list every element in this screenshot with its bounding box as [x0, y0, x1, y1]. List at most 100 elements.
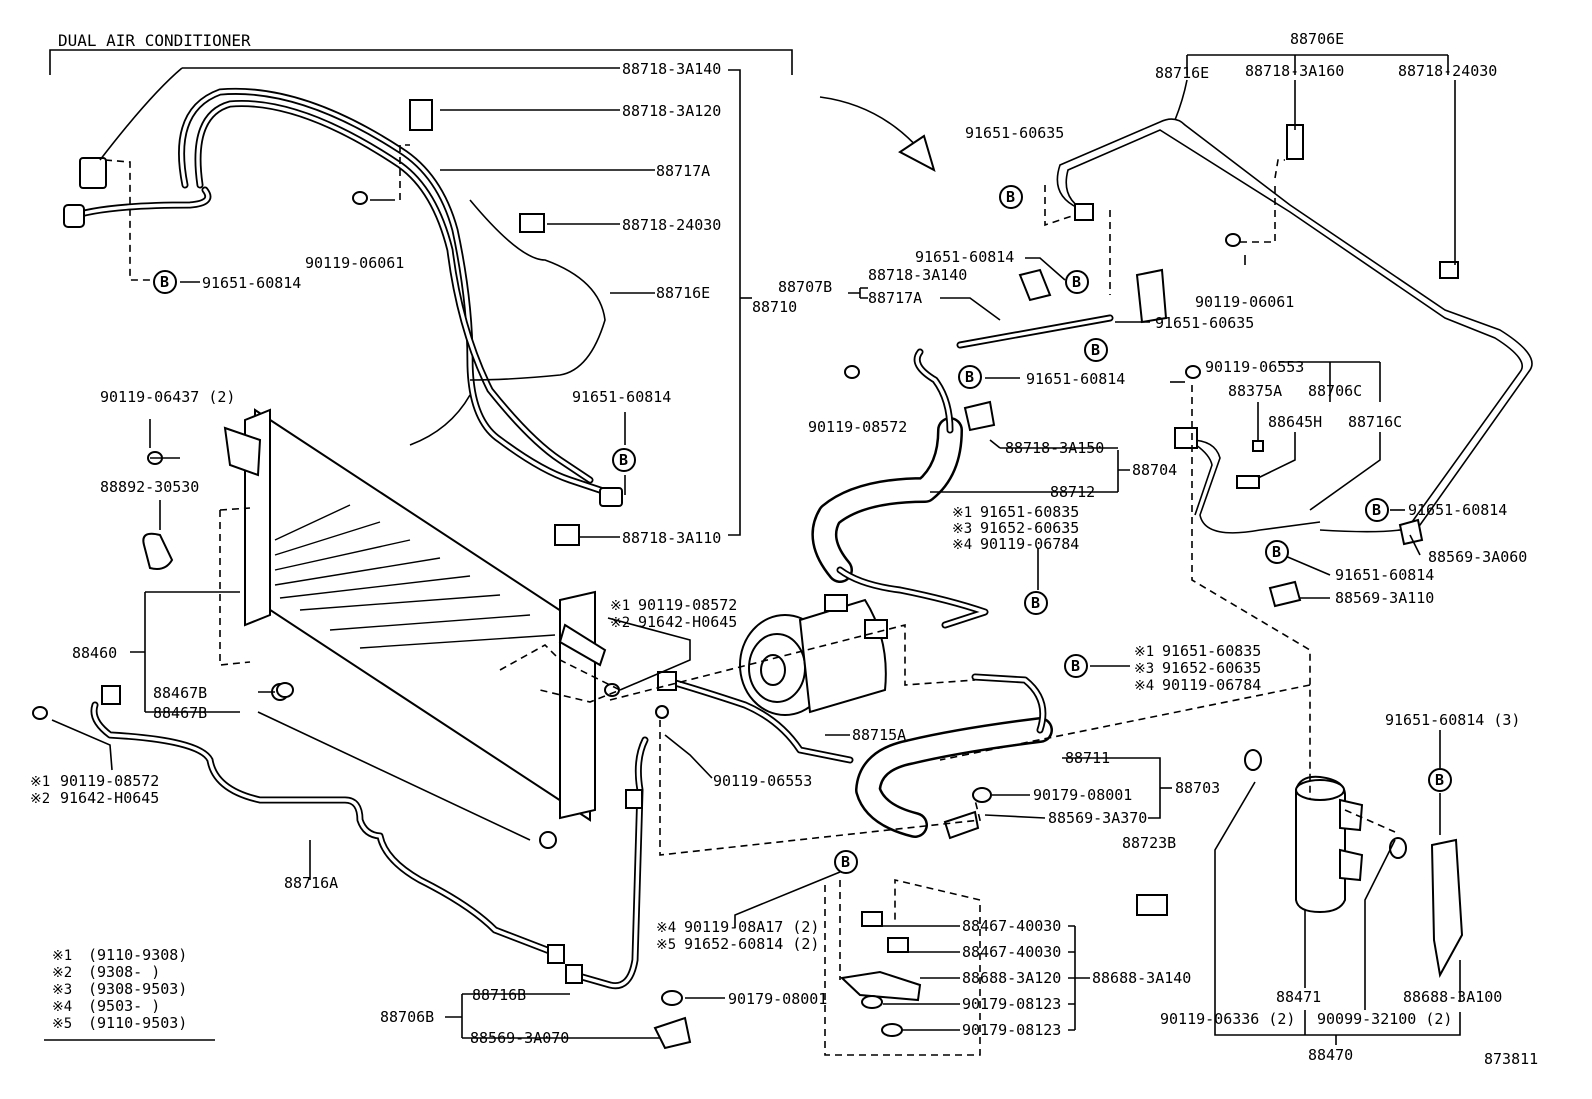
part-label: 90119-06061 [305, 254, 404, 272]
part-label: 88716C [1348, 413, 1402, 431]
pipe-88716B [565, 736, 649, 990]
part-label: 88569-3A370 [1048, 809, 1147, 827]
part-label: 91642-H0645 [60, 789, 159, 807]
part-label: 88467-40030 [962, 917, 1061, 935]
part-label: 88467B [153, 704, 207, 722]
part-label: 88703 [1175, 779, 1220, 797]
part-label: 88569-3A060 [1428, 548, 1527, 566]
legend-mark: ※1 [1134, 644, 1154, 660]
bolt-badge: B [834, 850, 858, 874]
part-label: 91651-60814 [1335, 566, 1434, 584]
part-label: 88569-3A070 [470, 1029, 569, 1047]
part-label: 90119-06061 [1195, 293, 1294, 311]
part-label: 88645H [1268, 413, 1322, 431]
part-label: 90119-06553 [1205, 358, 1304, 376]
bolt-badge: B [958, 365, 982, 389]
bolt-badge: B [612, 448, 636, 472]
part-label: 91651-60835 [980, 503, 1079, 521]
pipe-group-88706C [1174, 427, 1321, 534]
part-label: 90119-06784 [1162, 676, 1261, 694]
bolt-badge: B [1064, 654, 1088, 678]
compressor [739, 594, 888, 716]
part-label: 90179-08123 [962, 1021, 1061, 1039]
legend-mark: ※2 [52, 965, 72, 981]
bolt-badge: B [1065, 270, 1089, 294]
legend-mark: ※5 [52, 1016, 72, 1032]
legend-mark: ※2 [30, 791, 50, 807]
part-label: 91652-60814 (2) [684, 935, 819, 953]
svg-text:B: B [1372, 501, 1381, 519]
leader-lines [51, 54, 1461, 1056]
pipe-group-88706E [1056, 118, 1533, 533]
part-label: 90179-08001 [728, 990, 827, 1008]
legend-mark: ※1 [30, 774, 50, 790]
part-label: 90119-08572 [638, 596, 737, 614]
svg-text:B: B [841, 853, 850, 871]
legend-mark: ※4 [52, 999, 72, 1015]
part-label: 90179-08123 [962, 995, 1061, 1013]
part-label: 88710 [752, 298, 797, 316]
part-label: 88569-3A110 [1335, 589, 1434, 607]
part-label: 88467B [153, 684, 207, 702]
part-label: 90119-06437 (2) [100, 388, 235, 406]
legend-range: (9308- ) [88, 963, 160, 981]
part-label: 91651-60835 [1162, 642, 1261, 660]
part-label: 88718-24030 [622, 216, 721, 234]
legend-mark: ※3 [1134, 661, 1154, 677]
part-label: 91651-60814 (3) [1385, 711, 1520, 729]
part-label: 88706B [380, 1008, 434, 1026]
svg-text:B: B [1435, 771, 1444, 789]
part-label: 88716E [656, 284, 710, 302]
part-label: 88718-3A140 [622, 60, 721, 78]
svg-text:B: B [1091, 341, 1100, 359]
bolt-badge: B [999, 185, 1023, 209]
part-label: 88892-30530 [100, 478, 199, 496]
part-label: 88375A [1228, 382, 1282, 400]
part-label: 88712 [1050, 483, 1095, 501]
svg-text:B: B [1072, 273, 1081, 291]
part-label: 88716A [284, 874, 338, 892]
legend-range: (9110-9503) [88, 1014, 187, 1032]
bolt-badge: B [1365, 498, 1389, 522]
svg-text:B: B [1006, 188, 1015, 206]
svg-text:B: B [1031, 594, 1040, 612]
legend-mark: ※4 [952, 537, 972, 553]
part-label: 88688-3A120 [962, 969, 1061, 987]
pipe-group-88710 [63, 87, 623, 546]
legend-mark: ※1 [52, 948, 72, 964]
legend-mark: ※4 [1134, 678, 1154, 694]
part-label: 91651-60814 [202, 274, 301, 292]
part-label: 88718-24030 [1398, 62, 1497, 80]
part-label: 90119-08572 [808, 418, 907, 436]
part-label: 91651-60635 [965, 124, 1064, 142]
part-labels: 88718-3A140 88718-3A120 88717A 88718-240… [30, 30, 1527, 1064]
part-label: 88717A [868, 289, 922, 307]
pipe-88717A [956, 268, 1168, 349]
part-label: 88717A [656, 162, 710, 180]
part-label: 88718-3A120 [622, 102, 721, 120]
part-label: 91651-60814 [1408, 501, 1507, 519]
part-label: 88716B [472, 986, 526, 1004]
legend: ※1 (9110-9308) ※2 (9308- ) ※3 (9308-9503… [44, 946, 215, 1041]
part-label: 88707B [778, 278, 832, 296]
part-label: 88718-3A150 [1005, 439, 1104, 457]
legend-mark: ※2 [610, 615, 630, 631]
hose-88712 [811, 348, 989, 629]
legend-mark: ※3 [952, 521, 972, 537]
title-bracket [49, 49, 793, 75]
bolt-badge: B [1084, 338, 1108, 362]
bolt-badge: B [1428, 768, 1452, 792]
part-label: 90179-08001 [1033, 786, 1132, 804]
svg-text:B: B [1272, 543, 1281, 561]
part-label: 90099-32100 (2) [1317, 1010, 1452, 1028]
hose-88711 [855, 673, 1053, 838]
diagram-title: DUAL AIR CONDITIONER [58, 31, 251, 50]
part-label: 91651-60814 [915, 248, 1014, 266]
part-label: 88471 [1276, 988, 1321, 1006]
part-label: 90119-06784 [980, 535, 1079, 553]
figure-number: 873811 [1484, 1050, 1538, 1068]
bolt-badge: B [1024, 591, 1048, 615]
part-label: 88716E [1155, 64, 1209, 82]
legend-range: (9503- ) [88, 997, 160, 1015]
